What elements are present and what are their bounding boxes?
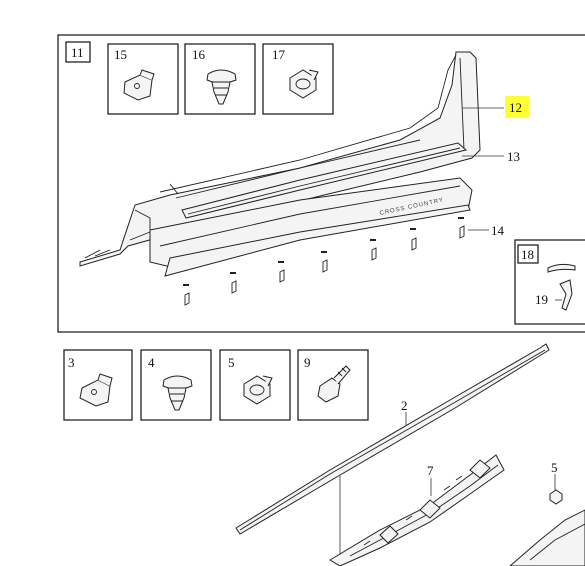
callout-4: 4 [148, 355, 155, 370]
group-18-label-box [517, 244, 539, 264]
clip-3-icon [79, 373, 113, 407]
callout-17: 17 [272, 47, 286, 62]
callout-11: 11 [71, 45, 84, 60]
screw-9-icon [317, 365, 351, 403]
callout-19[interactable]: 19 [535, 292, 548, 307]
fastener-row-icon [183, 217, 465, 306]
callout-14[interactable]: 14 [491, 223, 505, 238]
callout-12[interactable]: 12 [509, 100, 522, 115]
callout-5: 5 [228, 355, 235, 370]
callout-3: 3 [68, 355, 75, 370]
clip-17-icon [289, 69, 319, 99]
partial-panel-bottom-right [509, 509, 585, 566]
callout-9: 9 [304, 355, 311, 370]
long-strip-2 [235, 343, 550, 535]
clip-5-icon [243, 375, 273, 405]
callout-7[interactable]: 7 [427, 463, 434, 478]
callout-18: 18 [521, 247, 534, 262]
bottom-strip [164, 204, 471, 277]
callout-13[interactable]: 13 [507, 149, 520, 164]
group-11-label-box [65, 41, 91, 63]
callout-2[interactable]: 2 [401, 398, 408, 413]
clip-18-icon [547, 263, 576, 311]
clip-5-small-icon [549, 489, 563, 505]
clip-16-icon [206, 69, 237, 105]
bracket-rail-7 [329, 454, 505, 566]
callout-5-second[interactable]: 5 [551, 460, 558, 475]
sill-trim-panel [79, 51, 481, 267]
clip-4-icon [162, 375, 193, 411]
highlight-12 [505, 96, 529, 118]
clip-15-icon [123, 69, 155, 101]
callout-16: 16 [192, 47, 206, 62]
moulding-strip-13 [181, 142, 468, 219]
callout-15: 15 [114, 47, 127, 62]
